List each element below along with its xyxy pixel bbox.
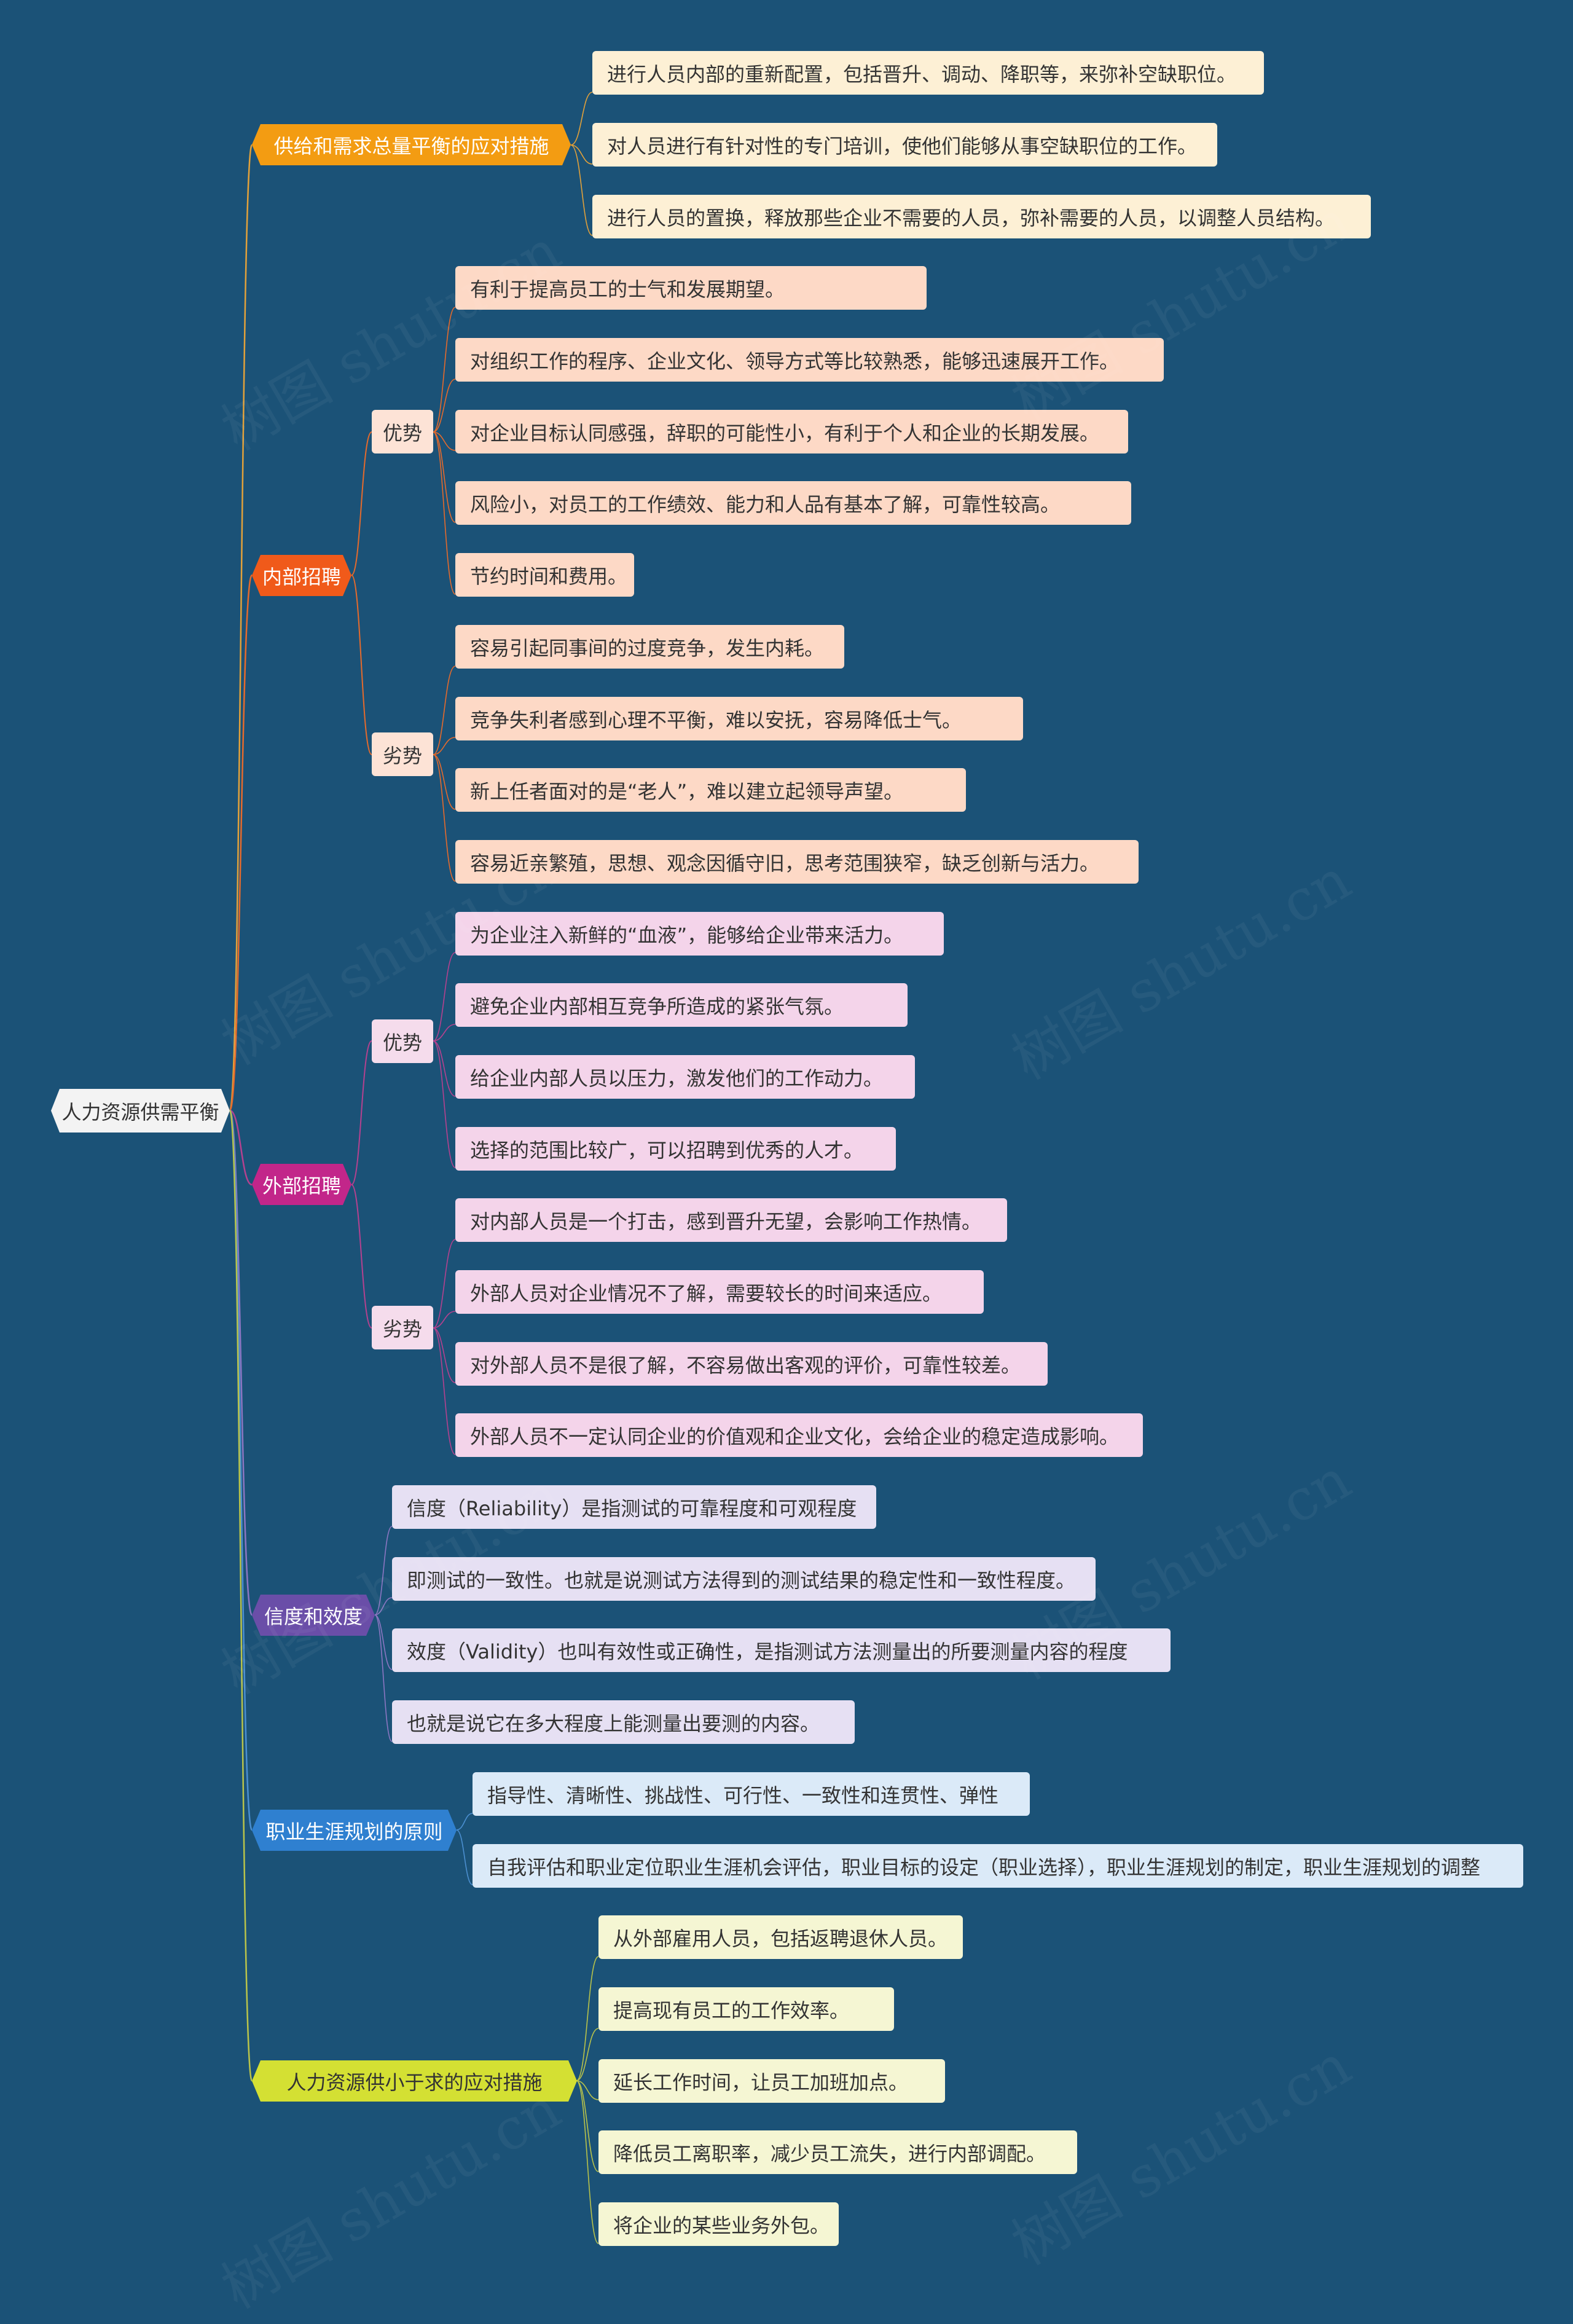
- leaf-node[interactable]: 对内部人员是一个打击，感到晋升无望，会影响工作热情。: [455, 1198, 1007, 1242]
- leaf-link: [433, 754, 456, 882]
- branch-node[interactable]: 外部招聘: [252, 1164, 351, 1205]
- leaf-link: [433, 1040, 456, 1168]
- leaf-link: [433, 1327, 456, 1455]
- leaf-node[interactable]: 也就是说它在多大程度上能测量出要测的内容。: [392, 1700, 855, 1744]
- leaf-node[interactable]: 进行人员的置换，释放那些企业不需要的人员，弥补需要的人员，以调整人员结构。: [592, 195, 1371, 238]
- leaf-link: [433, 431, 456, 595]
- branch-link: [229, 1109, 253, 2082]
- leaf-link: [433, 754, 456, 810]
- leaf-node[interactable]: 给企业内部人员以压力，激发他们的工作动力。: [455, 1055, 915, 1099]
- leaf-node[interactable]: 将企业的某些业务外包。: [598, 2202, 839, 2246]
- leaf-node[interactable]: 选择的范围比较广，可以招聘到优秀的人才。: [455, 1127, 896, 1171]
- leaf-node[interactable]: 新上任者面对的是“老人”，难以建立起领导声望。: [455, 768, 966, 812]
- leaf-link: [433, 379, 456, 433]
- branch-link: [229, 1109, 253, 1186]
- group-node[interactable]: 优势: [372, 1019, 433, 1063]
- leaf-link: [433, 737, 456, 755]
- branch-node[interactable]: 职业生涯规划的原则: [252, 1810, 457, 1851]
- leaf-node[interactable]: 效度（Validity）也叫有效性或正确性，是指测试方法测量出的所要测量内容的程…: [392, 1628, 1171, 1672]
- leaf-link: [374, 1614, 393, 1670]
- leaf-node[interactable]: 节约时间和费用。: [455, 553, 634, 597]
- leaf-node[interactable]: 避免企业内部相互竞争所造成的紧张气氛。: [455, 983, 908, 1027]
- group-link: [351, 431, 372, 576]
- leaf-link: [456, 1813, 473, 1831]
- leaf-link: [570, 144, 593, 236]
- leaf-node[interactable]: 容易引起同事间的过度竞争，发生内耗。: [455, 625, 844, 669]
- branch-link: [229, 144, 253, 1112]
- group-node[interactable]: 优势: [372, 410, 433, 453]
- leaf-link: [576, 2080, 599, 2100]
- leaf-node[interactable]: 即测试的一致性。也就是说测试方法得到的测试结果的稳定性和一致性程度。: [392, 1557, 1096, 1601]
- leaf-link: [374, 1526, 393, 1615]
- leaf-link: [433, 431, 456, 523]
- leaf-node[interactable]: 进行人员内部的重新配置，包括晋升、调动、降职等，来弥补空缺职位。: [592, 51, 1264, 95]
- leaf-node[interactable]: 竞争失利者感到心理不平衡，难以安抚，容易降低士气。: [455, 697, 1023, 740]
- leaf-node[interactable]: 外部人员对企业情况不了解，需要较长的时间来适应。: [455, 1270, 984, 1314]
- leaf-link: [374, 1597, 393, 1615]
- group-link: [351, 1184, 372, 1329]
- branch-node[interactable]: 人力资源供小于求的应对措施: [252, 2060, 577, 2102]
- leaf-link: [433, 1311, 456, 1329]
- leaf-link: [576, 2080, 599, 2244]
- root-node[interactable]: 人力资源供需平衡: [51, 1089, 230, 1133]
- leaf-node[interactable]: 指导性、清晰性、挑战性、可行性、一致性和连贯性、弹性: [473, 1772, 1030, 1816]
- leaf-node[interactable]: 信度（Reliability）是指测试的可靠程度和可观程度: [392, 1485, 876, 1529]
- branch-node[interactable]: 内部招聘: [252, 555, 351, 596]
- leaf-node[interactable]: 对企业目标认同感强，辞职的可能性小，有利于个人和企业的长期发展。: [455, 410, 1128, 453]
- leaf-node[interactable]: 对人员进行有针对性的专门培训，使他们能够从事空缺职位的工作。: [592, 123, 1217, 167]
- leaf-node[interactable]: 有利于提高员工的士气和发展期望。: [455, 266, 927, 310]
- group-link: [351, 1040, 372, 1185]
- leaf-link: [433, 307, 456, 433]
- leaf-link: [456, 1829, 473, 1885]
- leaf-link: [433, 431, 456, 451]
- leaf-link: [576, 2028, 599, 2081]
- leaf-node[interactable]: 为企业注入新鲜的“血液”，能够给企业带来活力。: [455, 912, 944, 956]
- leaf-link: [433, 1040, 456, 1097]
- leaf-link: [433, 1239, 456, 1329]
- leaf-node[interactable]: 延长工作时间，让员工加班加点。: [598, 2059, 945, 2103]
- leaf-link: [576, 2080, 599, 2172]
- leaf-node[interactable]: 提高现有员工的工作效率。: [598, 1987, 894, 2031]
- leaf-node[interactable]: 风险小，对员工的工作绩效、能力和人品有基本了解，可靠性较高。: [455, 481, 1131, 525]
- leaf-link: [433, 1327, 456, 1383]
- leaf-link: [570, 144, 593, 165]
- leaf-link: [576, 1956, 599, 2081]
- branch-node[interactable]: 信度和效度: [252, 1595, 375, 1636]
- leaf-link: [433, 1024, 456, 1042]
- leaf-link: [570, 92, 593, 146]
- leaf-link: [433, 952, 456, 1042]
- leaf-node[interactable]: 对外部人员不是很了解，不容易做出客观的评价，可靠性较差。: [455, 1342, 1048, 1386]
- leaf-node[interactable]: 降低员工离职率，减少员工流失，进行内部调配。: [598, 2130, 1077, 2174]
- leaf-link: [433, 665, 456, 755]
- branch-link: [229, 574, 253, 1112]
- group-node[interactable]: 劣势: [372, 732, 433, 776]
- leaf-link: [374, 1614, 393, 1742]
- leaf-node[interactable]: 容易近亲繁殖，思想、观念因循守旧，思考范围狭窄，缺乏创新与活力。: [455, 840, 1139, 884]
- group-link: [351, 575, 372, 755]
- leaf-node[interactable]: 外部人员不一定认同企业的价值观和企业文化，会给企业的稳定造成影响。: [455, 1413, 1143, 1457]
- leaf-node[interactable]: 从外部雇用人员，包括返聘退休人员。: [598, 1915, 963, 1959]
- leaf-node[interactable]: 自我评估和职业定位职业生涯机会评估，职业目标的设定（职业选择），职业生涯规划的制…: [473, 1844, 1523, 1888]
- leaf-node[interactable]: 对组织工作的程序、企业文化、领导方式等比较熟悉，能够迅速展开工作。: [455, 338, 1164, 382]
- group-node[interactable]: 劣势: [372, 1306, 433, 1349]
- branch-node[interactable]: 供给和需求总量平衡的应对措施: [252, 124, 571, 165]
- branch-link: [229, 1109, 253, 1831]
